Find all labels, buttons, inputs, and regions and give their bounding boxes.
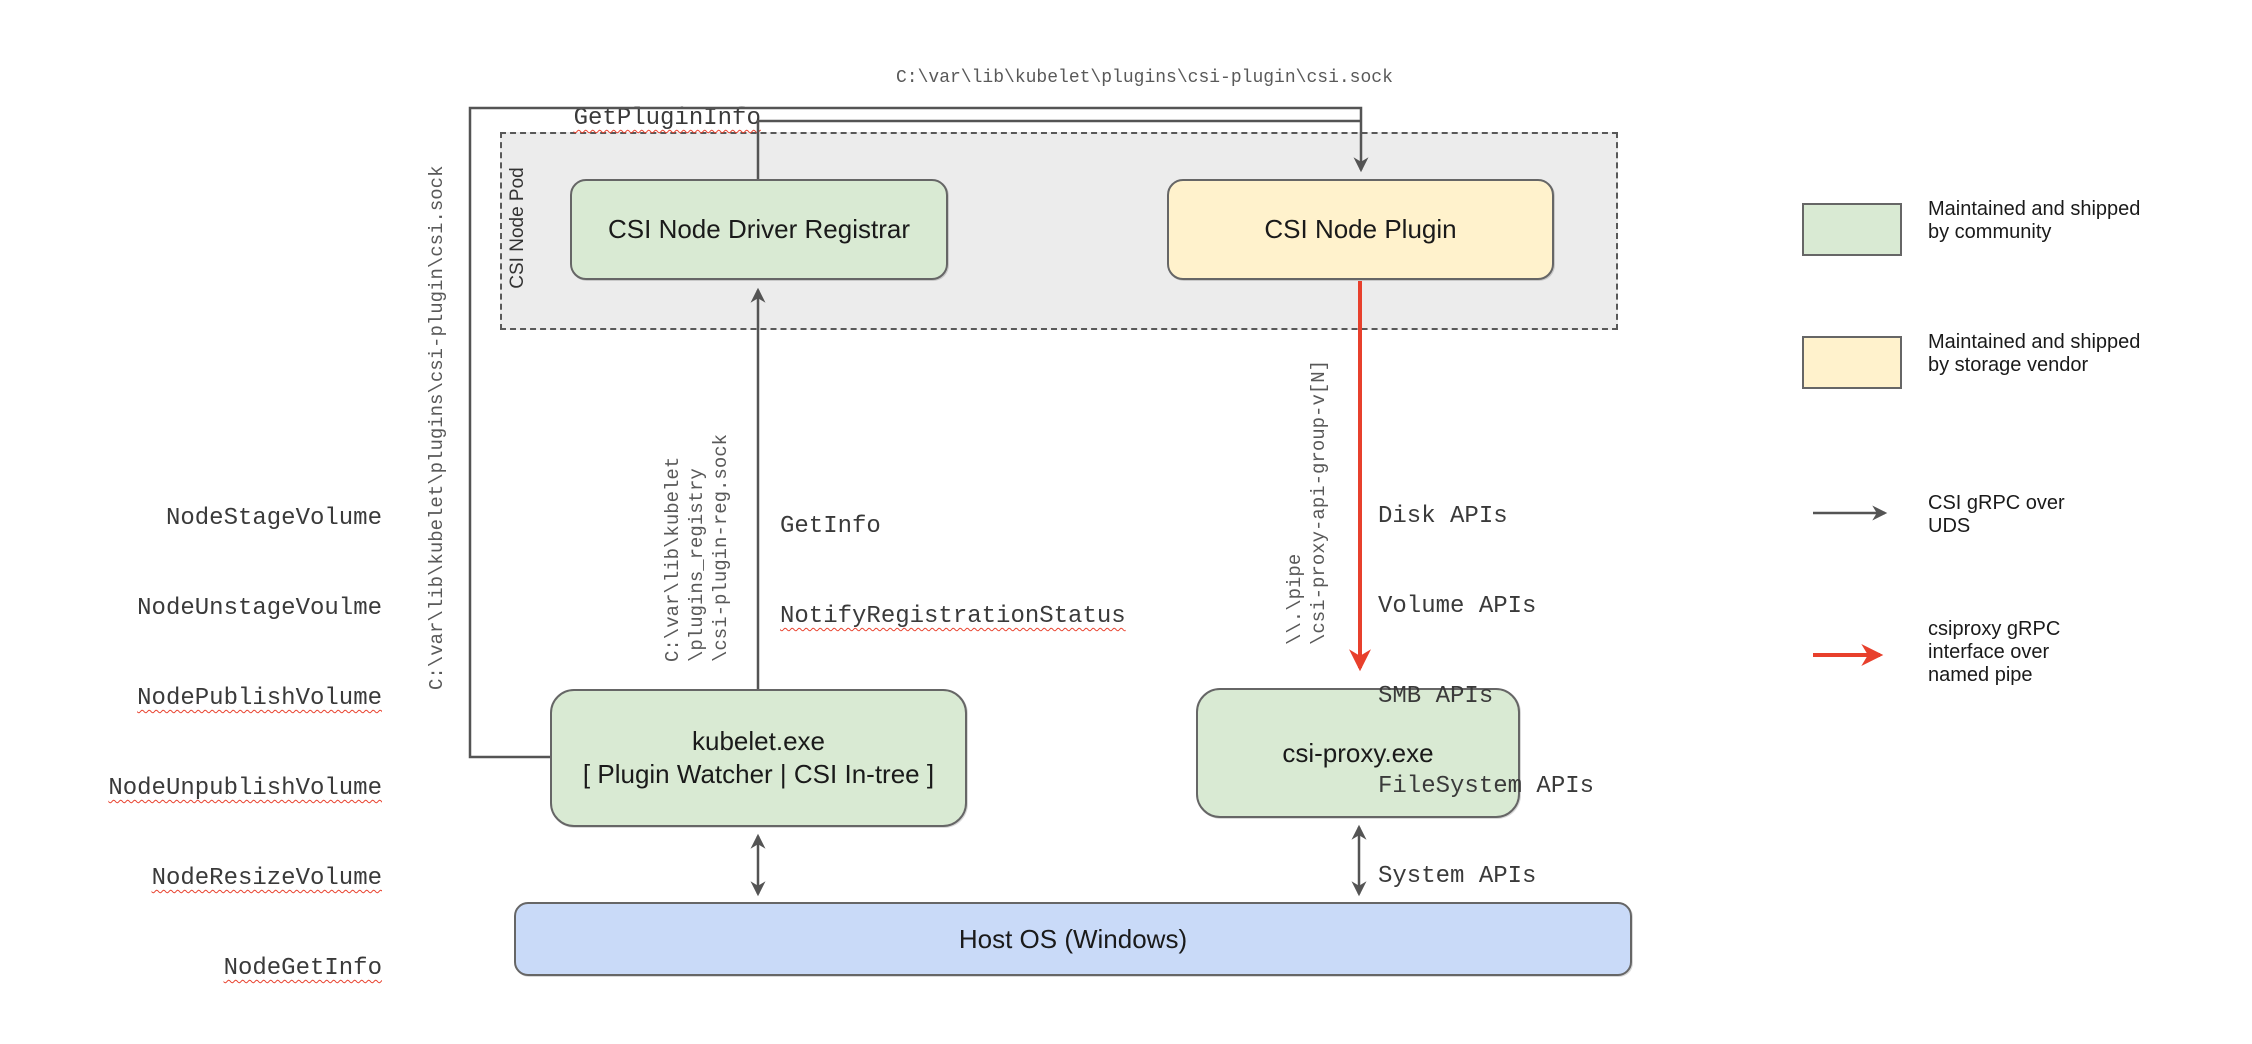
list-item: SMB APIs [1378,683,1494,710]
csi-node-plugin-label: CSI Node Plugin [1264,214,1457,244]
list-item: Volume APIs [1378,593,1537,620]
csi-node-driver-registrar-box: CSI Node Driver Registrar [570,179,948,280]
list-item: System APIs [1378,863,1537,890]
registry-sock-path-line3: \csi-plugin-reg.sock [710,434,732,662]
kubelet-box: kubelet.exe [ Plugin Watcher | CSI In-tr… [550,689,967,827]
host-os-label: Host OS (Windows) [958,923,1188,954]
legend-red-arrow-text: csiproxy gRPC interface over named pipe [1928,618,2061,686]
get-plugin-info-text: GetPluginInfo [573,105,761,132]
node-methods-list: NodeStageVolume NodeUnstageVoulme NodePu… [60,444,382,1044]
legend-vendor-swatch [1802,336,1902,389]
pipe-path-line2: \csi-proxy-api-group-v[N] [1308,360,1330,645]
list-item: Disk APIs [1378,503,1508,530]
host-os-box: Host OS (Windows) [514,902,1632,976]
registration-calls-label: GetInfo NotifyRegistrationStatus [780,452,1126,692]
registry-sock-path-line1: C:\var\lib\kubelet [662,457,684,662]
list-item: NodeUnstageVoulme [137,595,382,622]
pipe-path-line1: \\.\pipe [1284,554,1306,645]
registry-sock-path-line2: \plugins_registry [686,468,708,662]
list-item: NodeResizeVolume [151,865,382,892]
list-item: NodePublishVolume [137,685,382,712]
list-item: NodeStageVolume [165,505,382,532]
top-csi-sock-path: C:\var\lib\kubelet\plugins\csi-plugin\cs… [896,68,1393,88]
kubelet-sublabel: [ Plugin Watcher | CSI In-tree ] [582,759,935,789]
legend-gray-arrow-text: CSI gRPC over UDS [1928,492,2065,537]
csi-node-driver-registrar-label: CSI Node Driver Registrar [608,214,910,244]
legend-vendor-text: Maintained and shipped by storage vendor [1928,331,2141,376]
get-info-text: GetInfo [780,513,881,540]
left-csi-sock-path: C:\var\lib\kubelet\plugins\csi-plugin\cs… [426,166,448,691]
legend-community-text: Maintained and shipped by community [1928,198,2141,243]
legend-community-swatch [1802,203,1902,256]
proxy-api-list: Disk APIs Volume APIs SMB APIs FileSyste… [1378,442,1594,952]
list-item: NodeUnpublishVolume [108,775,382,802]
list-item: FileSystem APIs [1378,773,1595,800]
kubelet-label: kubelet.exe [692,726,825,756]
csi-node-plugin-box: CSI Node Plugin [1167,179,1554,280]
notify-registration-status-text: NotifyRegistrationStatus [780,603,1126,630]
get-plugin-info-label: GetPluginInfo [516,74,761,164]
list-item: NodeGetInfo [223,955,382,982]
